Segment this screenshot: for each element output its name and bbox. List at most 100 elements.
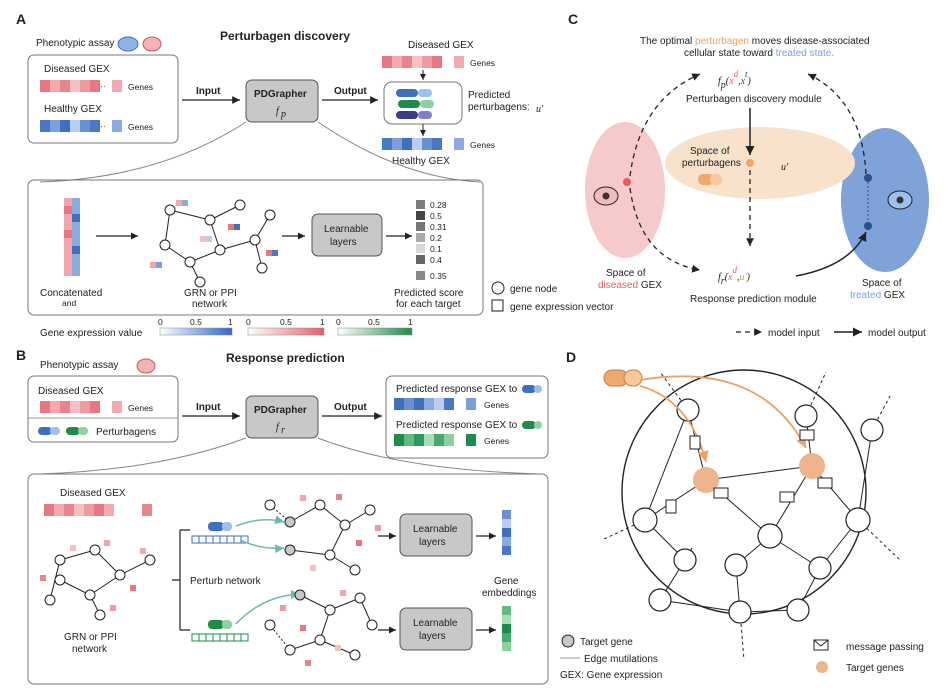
- pred-response-label-2: Predicted response GEX to: [396, 420, 518, 431]
- diseased-gex-label-b: Diseased GEX: [38, 386, 104, 397]
- learnable-layers-box-a: [311, 213, 383, 257]
- score-swatch: [416, 200, 425, 209]
- genes-label-a1: Genes: [128, 82, 153, 92]
- svg-text:··: ··: [100, 81, 106, 91]
- pill-icon-c: [698, 174, 722, 185]
- panel-c-title-line1: The optimal perturbagen moves disease-as…: [640, 36, 870, 47]
- colorbars-a: 0 0.5 1 0 0.5 1 0 0.5 1: [158, 317, 413, 336]
- perturbagen-point: [746, 159, 754, 167]
- grn-label-b-1: GRN or PPI: [64, 632, 117, 643]
- score-swatch: [416, 211, 425, 220]
- grn-network-a: [159, 199, 276, 288]
- treated-state-point-top: [864, 174, 872, 182]
- green-pill-icon-b: [522, 421, 542, 429]
- score-swatch: [416, 271, 425, 280]
- svg-text:1: 1: [408, 317, 413, 327]
- grn-gex-squares-b: [40, 540, 146, 611]
- predicted-score-label-2: for each target: [396, 299, 461, 310]
- diseased-state-point: [623, 178, 631, 186]
- output-box-b: [385, 375, 549, 459]
- learnable-label-b2-2: layers: [419, 631, 446, 642]
- svg-text:1: 1: [320, 317, 325, 327]
- space-treated-label-2: treated GEX: [850, 290, 905, 301]
- input-box-b: [27, 375, 179, 443]
- svg-text:0.5: 0.5: [368, 317, 380, 327]
- gex-vector-legend-label: gene expression vector: [510, 302, 614, 313]
- score-value: 0.5: [430, 211, 442, 221]
- legend-target-gene: Target gene: [580, 637, 633, 648]
- legend-model-output: model output: [868, 328, 926, 339]
- gene-node-legend-icon: [491, 281, 505, 295]
- score-value: 0.31: [430, 222, 447, 232]
- space-diseased-label-2: diseased GEX: [598, 280, 662, 291]
- input-label-b: Input: [196, 402, 221, 413]
- pill-icons-b: [38, 427, 88, 435]
- healthy-gex-label-a: Healthy GEX: [44, 104, 102, 115]
- diseased-gex-out-label-a: Diseased GEX: [408, 40, 474, 51]
- target-gene-legend-icon: [561, 634, 575, 648]
- genes-label-a3: Genes: [470, 58, 495, 68]
- learnable-label-b1-1: Learnable: [413, 524, 458, 535]
- perturb-network-label: Perturb network: [190, 576, 262, 587]
- learnable-label-a-1: Learnable: [324, 224, 369, 235]
- u-prime-symbol-a: u′: [536, 104, 544, 115]
- gene-embeddings-label-2: embeddings: [482, 588, 536, 599]
- diseased-cell-icon-c: [593, 186, 619, 206]
- predicted-scores-a: 0.28 0.5 0.31 0.2 0.1 0.4 0.35: [416, 200, 447, 281]
- treated-space-ellipse: [841, 128, 929, 272]
- phenotypic-assay-label-b: Phenotypic assay: [40, 360, 118, 371]
- pill-icon-group-a: [396, 89, 434, 119]
- grn-network-gex-squares-a: [150, 200, 278, 268]
- space-treated-label-1: Space of: [862, 278, 902, 289]
- red-colorbar: [247, 327, 325, 336]
- score-value: 0.4: [430, 255, 442, 265]
- fr-module-label: Response prediction module: [690, 294, 817, 305]
- perturbed-network-bottom: [264, 589, 378, 661]
- predicted-label-a: Predicted: [468, 90, 510, 101]
- svg-text:0.5: 0.5: [280, 317, 292, 327]
- panel-b: B Response prediction Phenotypic assay D…: [16, 347, 549, 685]
- panel-d: D: [560, 349, 924, 681]
- input-gex-box-a: [27, 54, 179, 144]
- pdgrapher-name-b: PDGrapher: [254, 405, 307, 416]
- legend-target-genes: Target genes: [846, 663, 904, 674]
- score-swatch: [416, 255, 425, 264]
- inner-detail-box-a: [27, 179, 484, 316]
- gex-vector-legend-icon: [491, 299, 504, 312]
- treated-state-point-bottom: [864, 222, 872, 230]
- space-diseased-label-1: Space of: [606, 268, 646, 279]
- pdgrapher-sub-a: f: [276, 106, 280, 117]
- svg-text:0.5: 0.5: [190, 317, 202, 327]
- pill-icon-d: [603, 369, 643, 387]
- response-vector-blue: [394, 398, 476, 410]
- score-value: 0.1: [430, 244, 442, 254]
- inner-detail-box-b: [27, 473, 549, 685]
- diseased-gex-lower-label: Diseased GEX: [60, 488, 126, 499]
- phenotypic-assay-label-a: Phenotypic assay: [36, 38, 114, 49]
- panel-c-title-line2: cellular state toward treated state.: [684, 48, 834, 59]
- genes-label-b2: Genes: [484, 400, 509, 410]
- panel-c-letter: C: [568, 11, 578, 27]
- learnable-layers-box-b1: [399, 513, 473, 557]
- pdgrapher-sub-b: f: [276, 422, 280, 433]
- grn-label-b-2: network: [72, 644, 108, 655]
- grn-label-a-1: GRN or PPI: [184, 288, 237, 299]
- diseased-gex-out-vector-a: [382, 56, 464, 68]
- legend-edge-mutilations: Edge mutilations: [584, 654, 658, 665]
- healthy-gex-out-vector-a: [382, 138, 464, 150]
- genes-label-b3: Genes: [484, 436, 509, 446]
- svg-text:0: 0: [246, 317, 251, 327]
- output-label-a: Output: [334, 86, 367, 97]
- genes-label-b: Genes: [128, 403, 153, 413]
- space-perturbagens-label-2: perturbagens: [682, 158, 741, 169]
- embedding-vector-green: [502, 606, 511, 651]
- pdgrapher-sub-idx-b: r: [281, 425, 285, 436]
- embedding-vector-blue: [502, 510, 511, 555]
- gene-node-legend-label: gene node: [510, 284, 558, 295]
- green-colorbar: [337, 327, 413, 336]
- target-gene-node-1: [693, 467, 719, 493]
- panel-a-letter: A: [16, 11, 26, 27]
- svg-text:1: 1: [228, 317, 233, 327]
- legend-message-passing: message passing: [846, 642, 924, 653]
- perturbagens-label-a: perturbagens:: [468, 102, 530, 113]
